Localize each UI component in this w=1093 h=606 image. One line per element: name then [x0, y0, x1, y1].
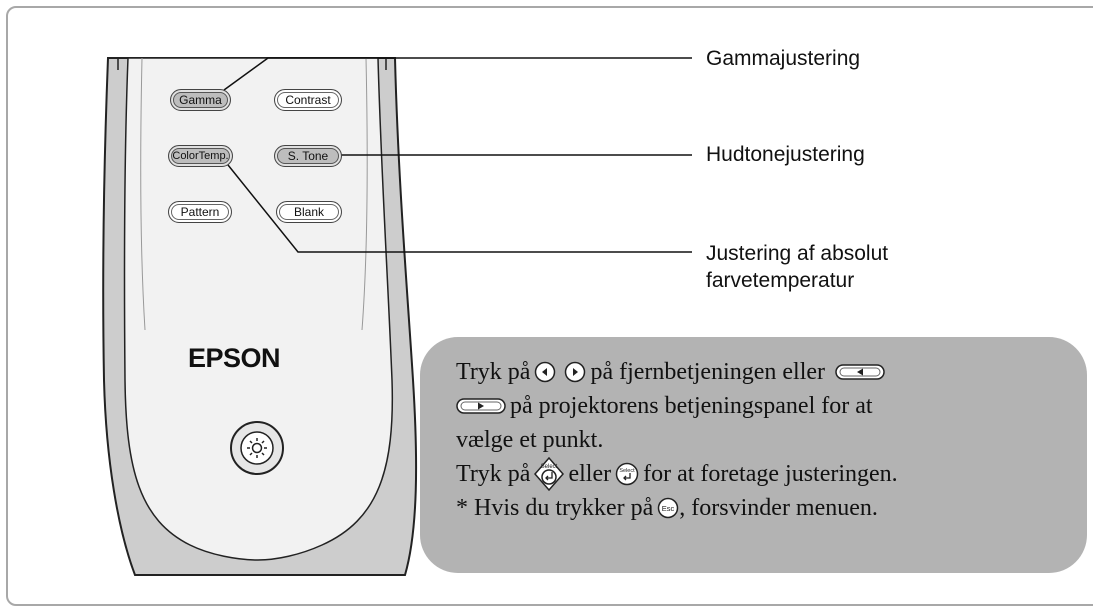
- brand-logo: EPSON: [188, 343, 281, 373]
- callout-color-temp: Justering af absolut farvetemperatur: [706, 240, 888, 294]
- gamma-button[interactable]: Gamma: [170, 89, 231, 111]
- skin-tone-button[interactable]: S. Tone: [274, 145, 342, 167]
- remote-face: [123, 57, 394, 561]
- info-box: Tryk på på fjernbetjeningen eller på pro…: [420, 337, 1087, 573]
- pattern-button[interactable]: Pattern: [168, 201, 232, 223]
- info-line-5: * Hvis du trykker på Esc , forsvinder me…: [456, 495, 878, 521]
- leader-line-color-temp: [223, 159, 692, 253]
- info-line-2: på projektorens betjeningspanel for at: [456, 389, 1087, 423]
- remote-select-label: Select: [541, 464, 558, 470]
- color-temp-button[interactable]: ColorTemp.: [168, 145, 233, 167]
- remote-illustration: [102, 57, 692, 576]
- esc-label: Esc: [662, 504, 675, 513]
- remote-select-button-icon: Select: [534, 457, 565, 491]
- remote-left-arrow-icon: [535, 361, 556, 383]
- info-line-4: Tryk på Select eller Select for at foret…: [456, 457, 1087, 491]
- panel-left-button-icon: [835, 364, 885, 380]
- blank-button[interactable]: Blank: [276, 201, 342, 223]
- leader-line-gamma: [223, 57, 692, 91]
- light-icon: [247, 438, 267, 458]
- panel-right-button-icon: [456, 398, 506, 414]
- info-line-3: vælge et punkt.: [456, 427, 604, 453]
- remote-right-arrow-icon: [565, 361, 586, 383]
- panel-select-button-icon: Select: [615, 462, 639, 486]
- esc-button-icon: Esc: [658, 497, 679, 519]
- callout-skin-tone: Hudtonejustering: [706, 143, 865, 166]
- callout-gamma: Gammajustering: [706, 47, 861, 70]
- callout-color-temp-line1: Justering af absolut: [706, 242, 889, 265]
- contrast-button[interactable]: Contrast: [274, 89, 342, 111]
- panel-select-label: Select: [619, 468, 635, 474]
- callout-color-temp-line2: farvetemperatur: [706, 269, 855, 292]
- info-line-1: Tryk på på fjernbetjeningen eller: [456, 355, 1087, 389]
